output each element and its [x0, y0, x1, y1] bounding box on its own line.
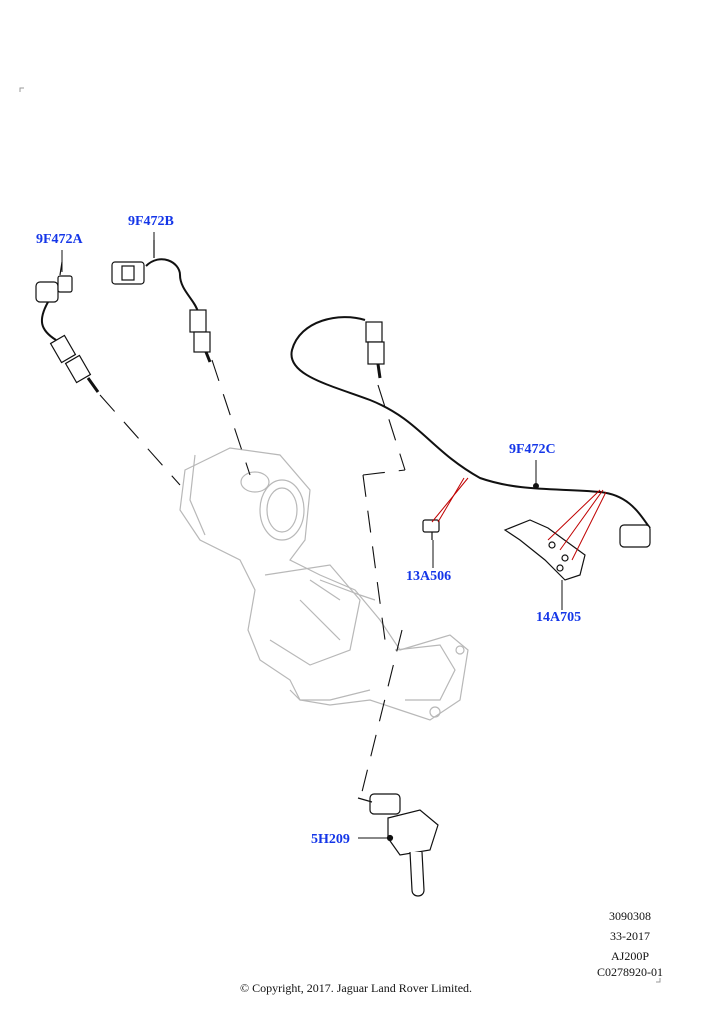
bracket-14A705 [503, 519, 586, 581]
callout-13A506[interactable]: 13A506 [406, 569, 452, 584]
reference-number: 3090308 [609, 909, 651, 923]
oxygen-sensor-9F472A [35, 261, 100, 393]
leader-lines [61, 232, 563, 839]
callout-9F472A[interactable]: 9F472A [36, 232, 83, 247]
copyright-text: © Copyright, 2017. Jaguar Land Rover Lim… [239, 981, 473, 995]
catalytic-converter-drawing [179, 447, 469, 721]
callout-9F472C[interactable]: 9F472C [509, 442, 556, 457]
red-leader-lines [431, 477, 607, 561]
reference-date: 33-2017 [610, 929, 650, 943]
sensor-5H209 [357, 793, 439, 897]
callout-9F472B[interactable]: 9F472B [128, 214, 174, 229]
corner-mark [656, 978, 661, 983]
clip-13A506 [422, 519, 440, 540]
callout-14A705[interactable]: 14A705 [536, 610, 582, 625]
dashed-guide-lines [99, 359, 406, 801]
oxygen-sensor-9F472B [111, 240, 212, 363]
reference-engine: AJ200P [610, 949, 649, 963]
callout-5H209[interactable]: 5H209 [311, 832, 350, 847]
corner-mark [19, 87, 24, 92]
oxygen-sensor-9F472C [290, 316, 651, 548]
reference-illustration-id: C0278920-01 [597, 965, 663, 979]
